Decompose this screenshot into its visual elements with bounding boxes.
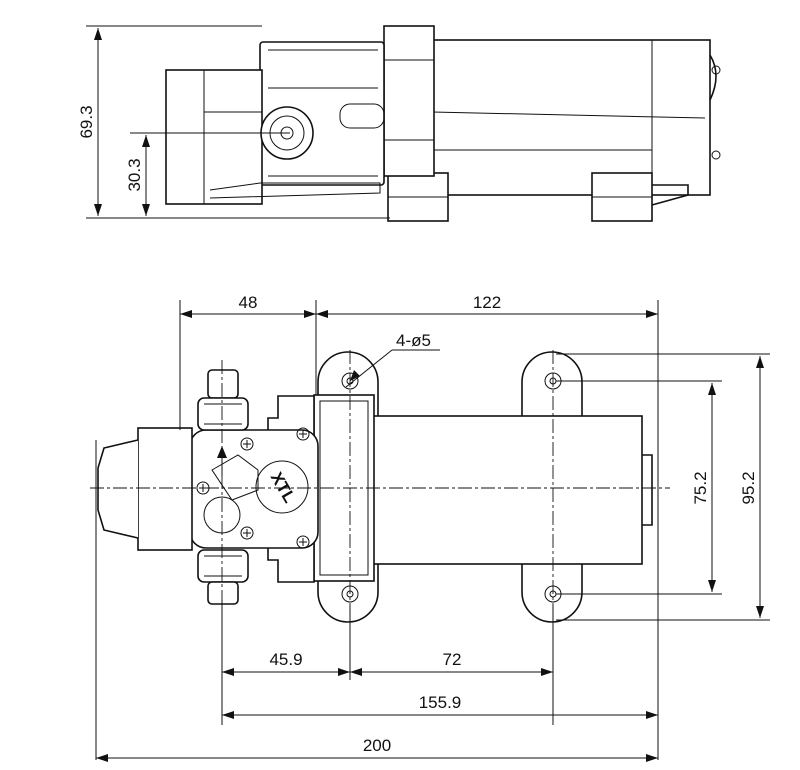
dim-mount-outer-width: 95.2: [739, 471, 758, 504]
fitting-bottom: [197, 549, 249, 583]
side-switch-housing: [165, 69, 263, 205]
dim-overall-length: 200: [363, 736, 391, 755]
fitting-top: [207, 369, 239, 399]
dim-port-to-hole: 45.9: [269, 650, 302, 669]
side-view: 69.3 30.3: [77, 25, 721, 222]
side-end-cap: [709, 54, 717, 101]
head-screw: [240, 437, 254, 451]
top-view: XTL 48 122 4-ø5: [90, 293, 770, 762]
top-switch-cap: [97, 439, 139, 539]
dim-side-port-height: 30.3: [125, 158, 144, 191]
dim-mount-inner-width: 75.2: [691, 471, 710, 504]
dim-hole-spacing: 72: [443, 650, 462, 669]
dim-port-to-end: 155.9: [419, 693, 462, 712]
top-end-cap: [642, 454, 653, 526]
side-collar: [383, 25, 435, 177]
head-screw: [240, 526, 254, 540]
dim-head-length: 48: [239, 293, 258, 312]
dim-side-total-height: 69.3: [77, 105, 96, 138]
dim-body-length: 122: [473, 293, 501, 312]
dim-hole-callout: 4-ø5: [396, 331, 431, 350]
head-screw: [296, 427, 310, 441]
head-screw: [296, 535, 310, 549]
top-switch-housing: [137, 427, 193, 551]
top-motor-body: [369, 415, 643, 565]
